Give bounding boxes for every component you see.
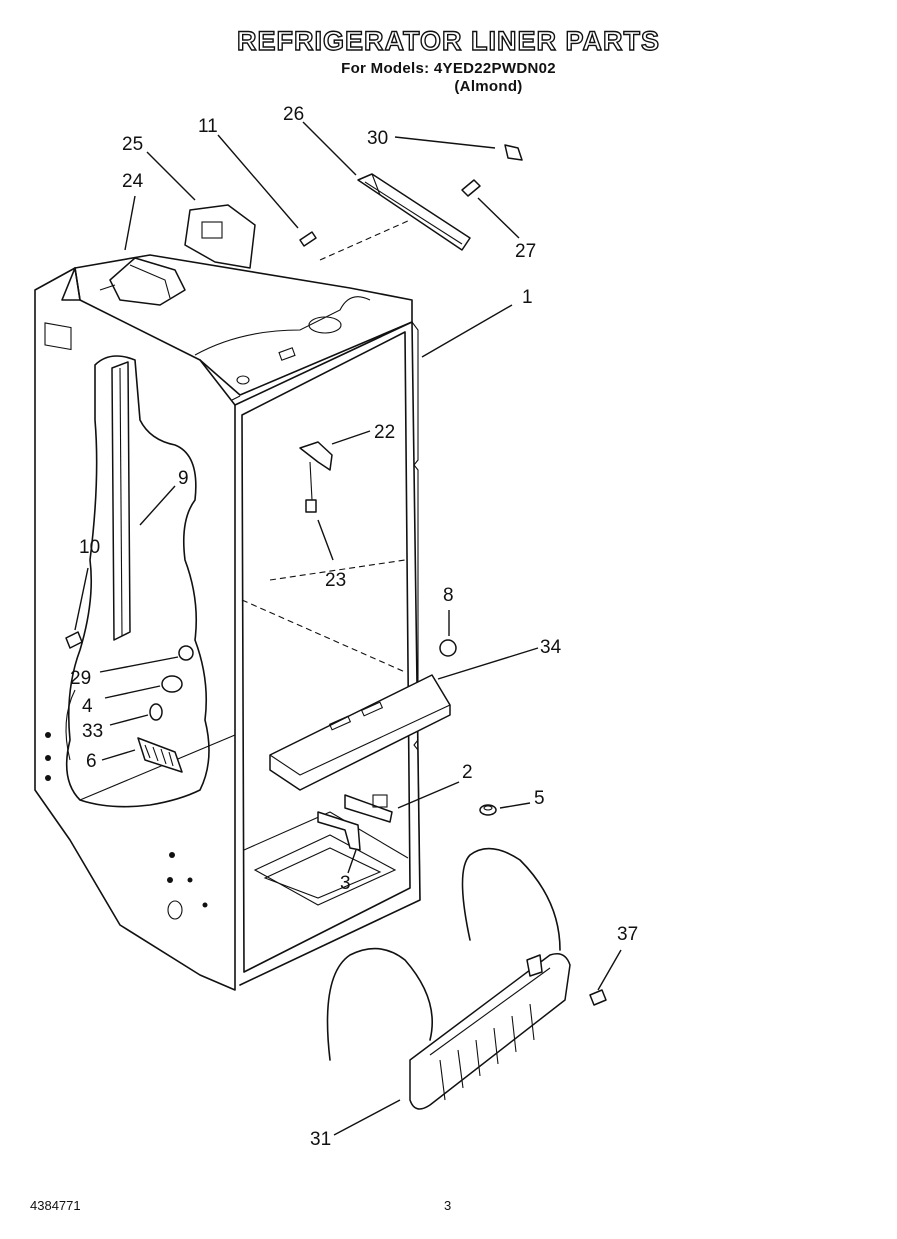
callout-31: 31 (310, 1129, 331, 1150)
part-27-screw (461, 179, 481, 197)
part-31-heater (326, 847, 571, 1110)
page-number: 3 (444, 1198, 452, 1213)
callout-10: 10 (79, 537, 100, 558)
callout-4: 4 (82, 696, 93, 717)
part-34-cover (269, 674, 451, 791)
part-5-grommet (479, 804, 497, 816)
part-9-rail (111, 361, 131, 641)
document-number: 4384771 (30, 1198, 81, 1213)
part-33-bulb (149, 703, 163, 721)
callout-33: 33 (82, 721, 103, 742)
callout-25: 25 (122, 134, 143, 155)
part-30-clip (504, 144, 523, 161)
callout-30: 30 (367, 128, 388, 149)
part-8-fastener (439, 639, 457, 657)
model-line: For Models: 4YED22PWDN02 (341, 60, 556, 77)
part-22-bracket (299, 441, 333, 501)
part-26-bracket (357, 173, 471, 251)
callout-26: 26 (283, 104, 304, 125)
part-10-screw (65, 631, 83, 649)
part-4-knob (161, 675, 183, 693)
callout-37: 37 (617, 924, 638, 945)
callout-23: 23 (325, 570, 346, 591)
part-37-screw (589, 989, 607, 1006)
callout-11: 11 (198, 116, 218, 137)
callout-8: 8 (443, 585, 454, 606)
callout-9: 9 (178, 468, 189, 489)
part-2-bracket (344, 794, 393, 823)
refrigerator-liner (34, 219, 421, 991)
part-6-grille (137, 737, 183, 773)
callout-6: 6 (86, 751, 97, 772)
part-3-bracket (317, 811, 361, 851)
color-line: (Almond) (454, 78, 523, 95)
part-25-cover (184, 204, 256, 269)
callout-5: 5 (534, 788, 545, 809)
callout-1: 1 (522, 287, 533, 308)
callout-29: 29 (70, 668, 91, 689)
callout-24: 24 (122, 171, 144, 192)
part-11-screw (299, 231, 317, 247)
page-title: REFRIGERATOR LINER PARTS (236, 25, 660, 56)
callout-22: 22 (374, 422, 395, 443)
callout-34: 34 (540, 637, 562, 658)
callout-2: 2 (462, 762, 473, 783)
leader-lines (74, 121, 622, 1136)
callout-27: 27 (515, 241, 536, 262)
part-29-clip (178, 645, 194, 661)
callout-labels: 25 24 11 26 30 27 1 22 9 10 23 8 34 29 4… (70, 104, 638, 1150)
part-23-screw (305, 499, 317, 513)
part-24-control-housing (99, 257, 186, 306)
callout-3: 3 (340, 873, 351, 894)
